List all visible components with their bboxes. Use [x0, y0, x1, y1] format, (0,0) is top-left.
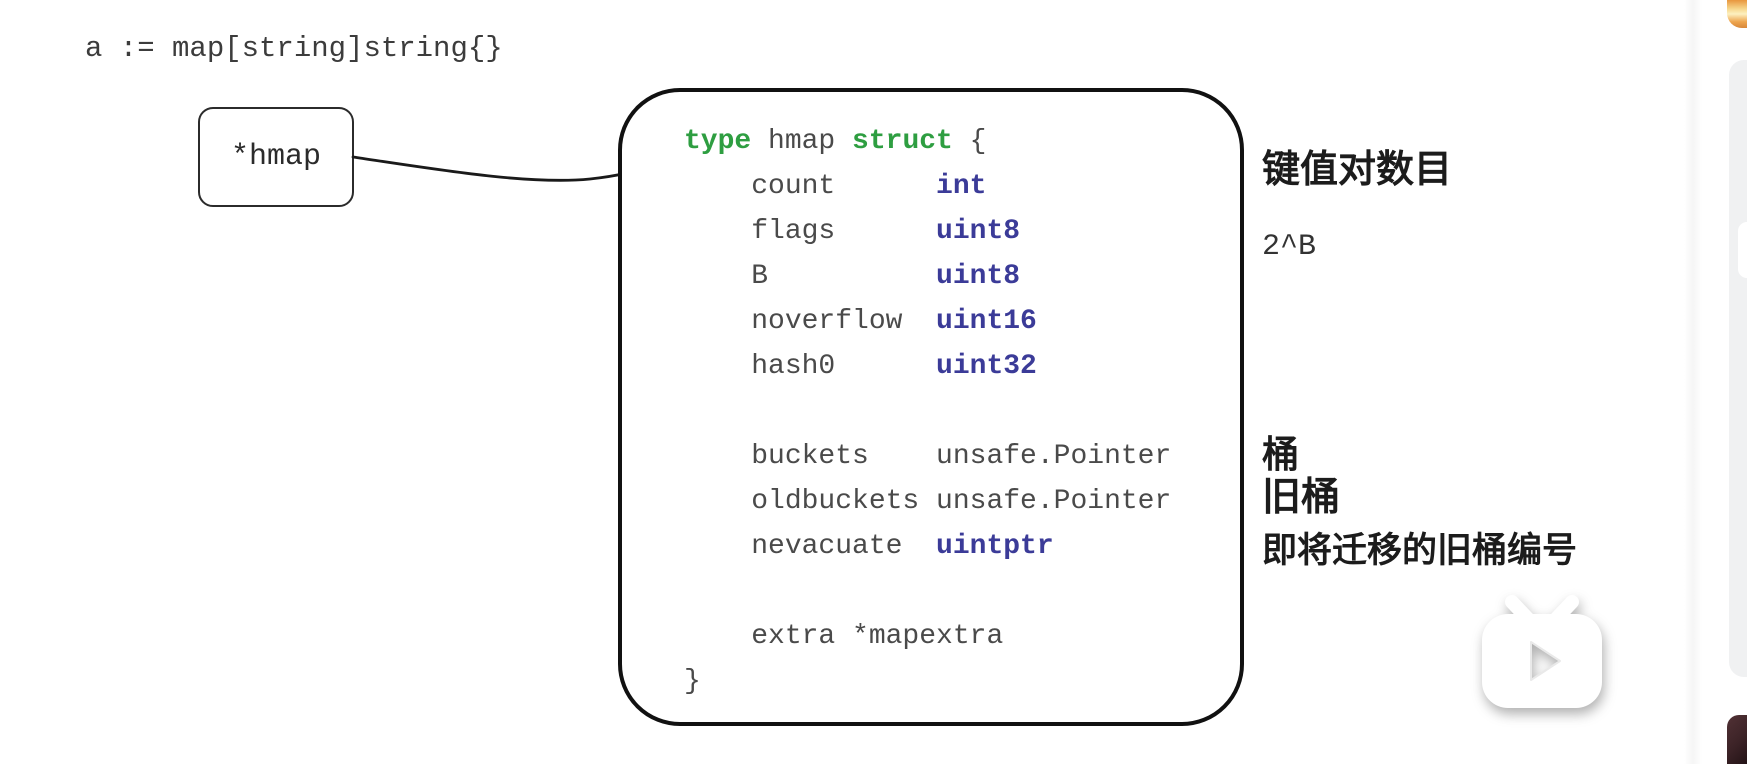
sidebar-card-cropped[interactable] [1729, 60, 1747, 677]
hmap-pointer-label: *hmap [230, 140, 321, 174]
bilibili-tv-play-icon [1482, 595, 1602, 708]
hmap-struct-box: type hmap struct { count int flags uint8… [618, 88, 1244, 726]
annotation-b: 2^B [1262, 230, 1317, 264]
annotation-buckets: 桶 [1262, 435, 1299, 476]
struct-code: type hmap struct { count int flags uint8… [684, 126, 1172, 697]
map-declaration: a := map[string]string{} [85, 32, 503, 65]
annotation-count: 键值对数目 [1262, 149, 1453, 191]
video-thumbnail-cropped[interactable] [1727, 715, 1747, 764]
sidebar-button-cropped[interactable] [1738, 222, 1747, 278]
annotation-nevacuate: 即将迁移的旧桶编号 [1262, 531, 1578, 570]
video-frame[interactable]: a := map[string]string{} *hmap type hmap… [0, 0, 1660, 764]
annotation-oldbuckets: 旧桶 [1262, 476, 1341, 519]
avatar-cropped[interactable] [1727, 0, 1747, 28]
hmap-pointer-box: *hmap [198, 107, 354, 207]
player-edge-shadow [1684, 0, 1702, 764]
